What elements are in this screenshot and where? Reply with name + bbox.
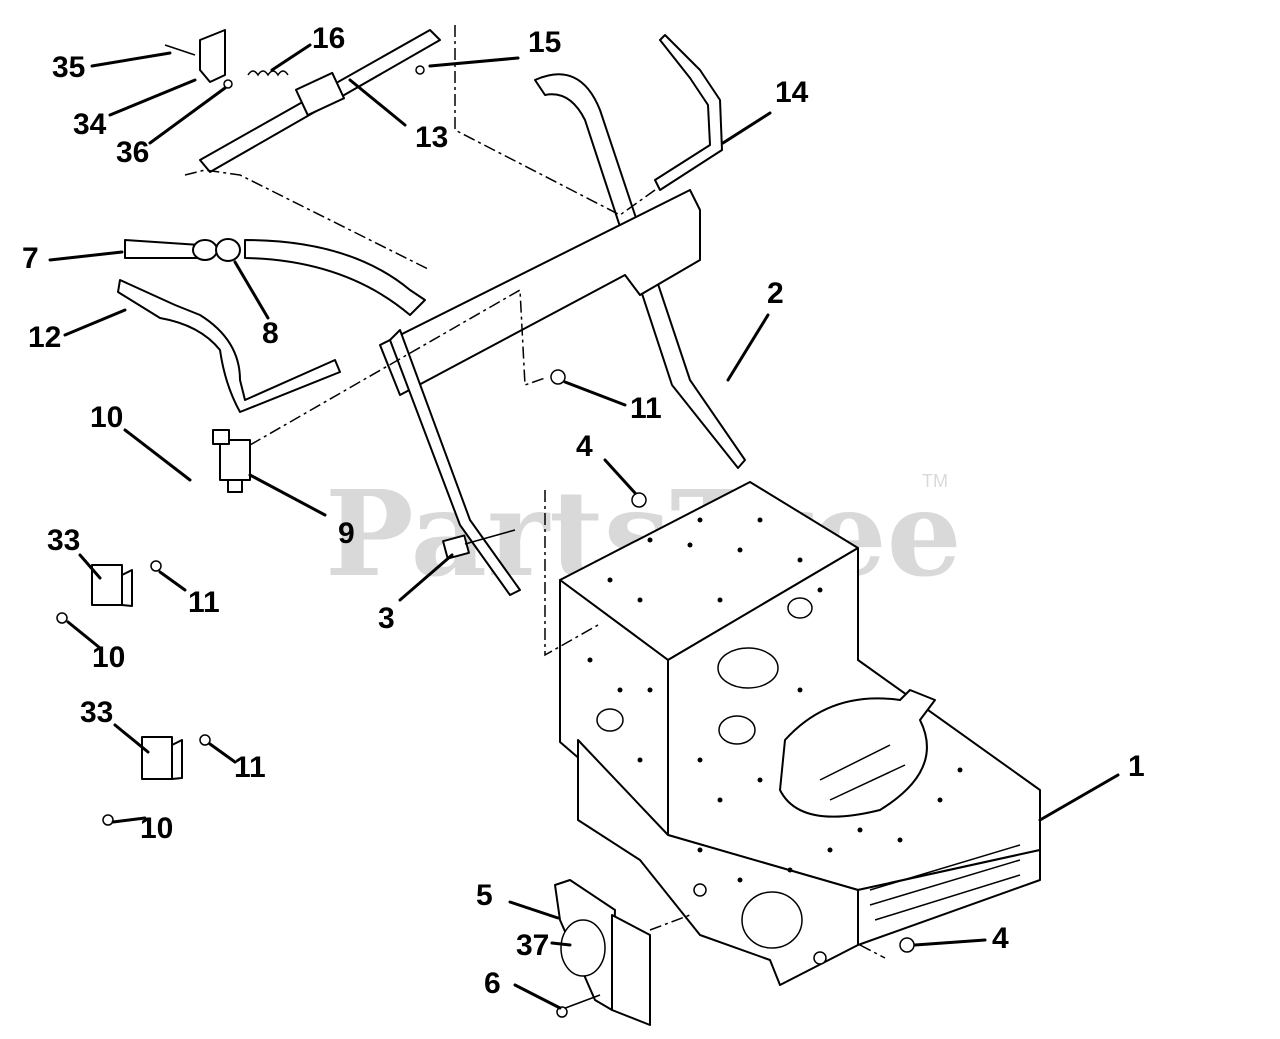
nut-upper xyxy=(631,492,647,508)
assembly-line-a xyxy=(184,169,431,271)
callout-35: 35 xyxy=(52,51,85,84)
bolt xyxy=(442,529,516,560)
callout-14: 14 xyxy=(775,76,809,109)
bearing-bracket xyxy=(554,879,651,1026)
callout-37: 37 xyxy=(516,929,549,962)
main-handle xyxy=(379,73,746,596)
watermark-trademark: TM xyxy=(922,471,948,491)
callout-11-upper: 11 xyxy=(188,586,220,619)
switch-block-lower xyxy=(102,734,211,826)
callout-8: 8 xyxy=(262,317,279,350)
callout-33-upper: 33 xyxy=(47,524,80,557)
callout-7: 7 xyxy=(22,242,39,275)
assembly-line-d xyxy=(544,490,599,657)
shift-lever xyxy=(654,34,723,191)
nut-lower xyxy=(899,937,915,953)
callout-34: 34 xyxy=(73,108,107,141)
switch-block-upper xyxy=(56,560,162,624)
callout-33-lower: 33 xyxy=(80,696,113,729)
left-grip-and-lever xyxy=(117,238,426,413)
callout-4-upper: 4 xyxy=(576,430,593,463)
callout-4-lower: 4 xyxy=(992,922,1009,955)
callout-10-lower: 10 xyxy=(140,812,173,845)
callout-13: 13 xyxy=(415,121,448,154)
frame-chassis xyxy=(559,481,1041,986)
callout-11-handle: 11 xyxy=(630,392,662,425)
leader-lines xyxy=(48,43,1120,1010)
control-rod xyxy=(199,29,441,173)
assembly-line-b xyxy=(454,25,656,216)
callout-6: 6 xyxy=(484,967,501,1000)
nut-handle xyxy=(550,369,566,385)
callout-11-lower: 11 xyxy=(234,751,266,784)
callout-labels: 35 16 15 34 36 13 14 7 8 12 2 11 10 9 4 … xyxy=(22,22,1145,1000)
callout-9: 9 xyxy=(338,517,355,550)
interlock-switch xyxy=(212,429,251,493)
callout-36: 36 xyxy=(116,136,149,169)
callout-12: 12 xyxy=(28,321,61,354)
callout-2: 2 xyxy=(767,277,784,310)
assembly-line-e xyxy=(649,914,886,959)
assembly-line-c xyxy=(249,288,546,446)
callout-1: 1 xyxy=(1128,750,1145,783)
spring-assembly xyxy=(164,29,425,89)
callout-10-switch: 10 xyxy=(90,401,123,434)
callout-3: 3 xyxy=(378,602,395,635)
callout-15: 15 xyxy=(528,26,561,59)
callout-5: 5 xyxy=(476,879,493,912)
callout-10-upper: 10 xyxy=(92,641,125,674)
callout-16: 16 xyxy=(312,22,345,55)
